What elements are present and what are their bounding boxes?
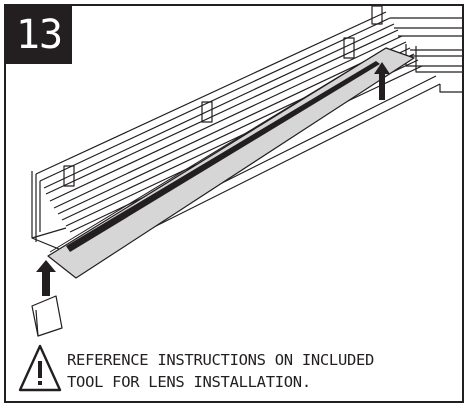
upward-arrow-icon (374, 62, 390, 100)
lay-in-lens-illustration (31, 6, 462, 337)
instruction-panel: 13 REFERENCE INSTRUCTIONS ON INCLUDED TO… (4, 4, 464, 403)
upward-arrow-icon (36, 260, 56, 296)
caution-text: REFERENCE INSTRUCTIONS ON INCLUDED TOOL … (67, 349, 374, 393)
lens-panel (47, 47, 415, 279)
warning-triangle-icon (18, 344, 62, 392)
caution-line-1: REFERENCE INSTRUCTIONS ON INCLUDED (67, 351, 375, 369)
step-number-badge: 13 (6, 6, 72, 64)
caution-line-2: TOOL FOR LENS INSTALLATION. (67, 373, 311, 391)
caution-note: REFERENCE INSTRUCTIONS ON INCLUDED TOOL … (18, 343, 458, 395)
